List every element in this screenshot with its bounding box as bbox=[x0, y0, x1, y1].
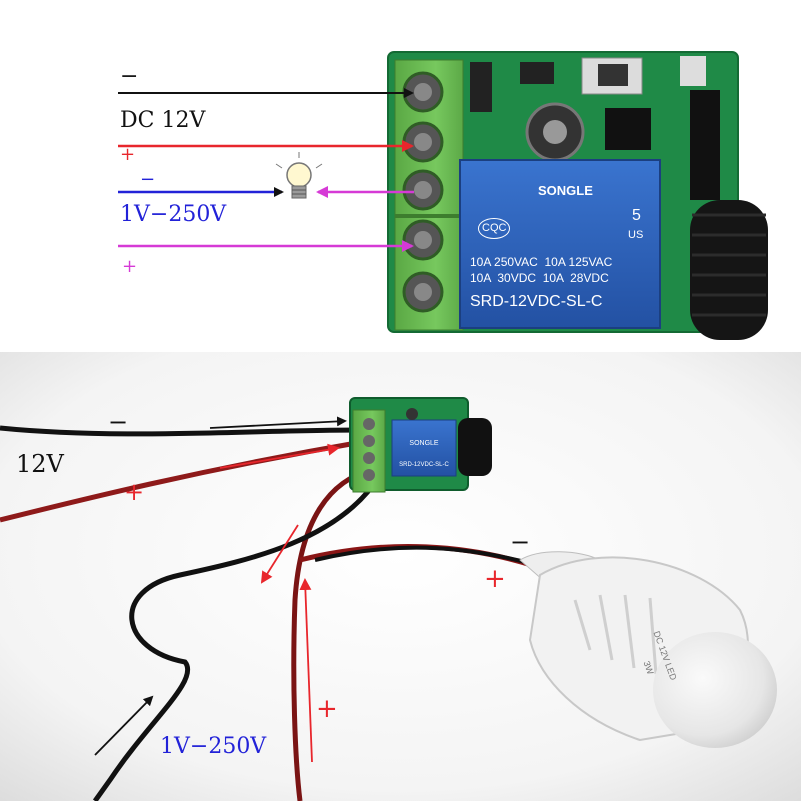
label-top-minus-blue: − bbox=[140, 169, 156, 190]
label-bottom-range: 1V−250V bbox=[160, 734, 267, 759]
photo-wire-red-12v bbox=[0, 439, 363, 523]
relay-rating-line-1: 10A 250VAC 10A 125VAC bbox=[470, 255, 613, 269]
photo-wire-red-load bbox=[291, 467, 373, 801]
label-top-range: 1V−250V bbox=[120, 202, 227, 227]
arrow-load-up bbox=[299, 578, 313, 763]
arrow-load-down bbox=[260, 524, 299, 584]
jumper-component bbox=[470, 62, 492, 112]
label-top-minus: − bbox=[120, 64, 139, 89]
antenna-coil bbox=[690, 90, 768, 340]
led-bulb-photo bbox=[519, 551, 777, 748]
photo-wire-black-12v bbox=[0, 425, 361, 437]
svg-text:SRD-12VDC-SL-C: SRD-12VDC-SL-C bbox=[399, 462, 449, 468]
relay-body bbox=[459, 159, 661, 329]
svg-text:SONGLE: SONGLE bbox=[409, 440, 439, 447]
label-bottom-12v: 12V bbox=[16, 450, 64, 478]
arrow-12v-negative bbox=[209, 416, 347, 429]
label-bottom-plus-red: + bbox=[124, 478, 145, 506]
label-bottom-plus: + bbox=[316, 694, 338, 724]
label-bottom-minus: − bbox=[108, 408, 129, 436]
relay-module-photo: SONGLE SRD-12VDC-SL-C bbox=[349, 397, 492, 493]
relay-cert-number: 5 bbox=[632, 207, 641, 224]
relay-module-top bbox=[387, 51, 768, 340]
relay-cert-us: US bbox=[628, 229, 644, 241]
arrow-black-up bbox=[94, 695, 154, 756]
label-top-plus-red: + bbox=[120, 144, 136, 165]
arrow-12v-positive bbox=[219, 443, 340, 469]
label-bulb-plus: + bbox=[484, 564, 506, 594]
lightbulb-icon bbox=[275, 152, 323, 199]
relay-cert-cqc: CQC bbox=[478, 218, 511, 239]
relay-model: SRD-12VDC-SL-C bbox=[470, 293, 603, 310]
ic-chip bbox=[605, 108, 651, 150]
photo-wire-black-load bbox=[92, 473, 383, 801]
label-bulb-minus: − bbox=[510, 528, 531, 556]
relay-rating-line-2: 10A 30VDC 10A 28VDC bbox=[470, 271, 609, 285]
label-top-plus-magenta: + bbox=[122, 256, 138, 277]
relay-brand: SONGLE bbox=[538, 183, 593, 198]
label-dc-12v: DC 12V bbox=[120, 108, 206, 133]
